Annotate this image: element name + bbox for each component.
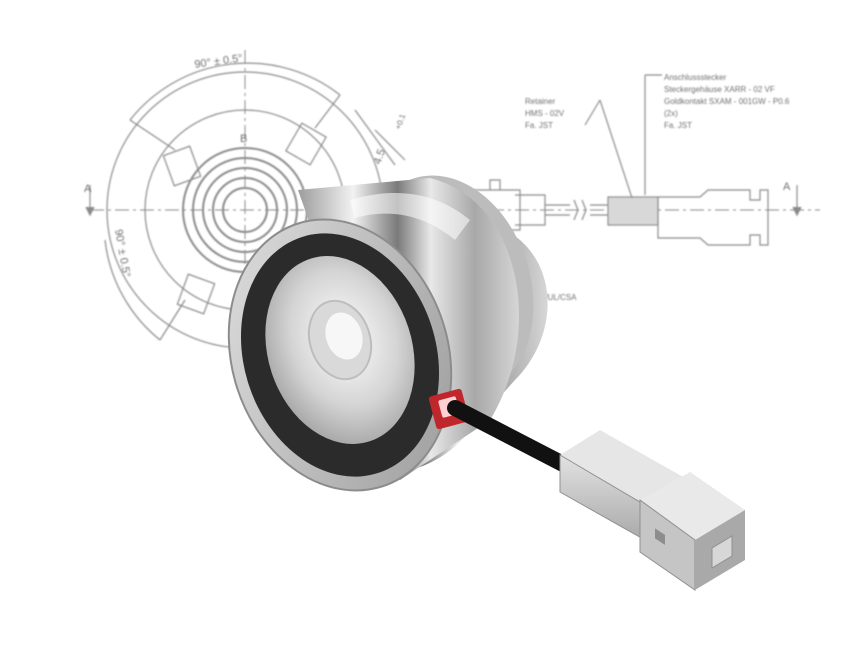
- electromagnet: [227, 175, 548, 492]
- retainer-note-1: Retainer: [525, 97, 556, 106]
- connector-note-4: (2x): [664, 109, 678, 118]
- connector-note-5: Fa. JST: [664, 121, 692, 130]
- connector-plug: [559, 430, 745, 591]
- retainer-note-2: HMS - 02V: [525, 109, 565, 118]
- section-a-right-label: A: [783, 181, 791, 193]
- detail-b-label: B: [240, 133, 247, 145]
- angle-top-label: 90° ± 0.5°: [194, 52, 244, 71]
- section-a-left-label: A: [84, 183, 92, 195]
- angle-left-label: 90° ± 0.5°: [112, 228, 132, 278]
- depth-tolerance: +0.1: [393, 112, 407, 130]
- depth-label: 4.5: [372, 148, 389, 166]
- connector-note-1: Anschlussstecker: [664, 73, 727, 82]
- retainer-note-3: Fa. JST: [525, 121, 553, 130]
- connector-note-2: Steckergehäuse XARR - 02 VF: [664, 85, 775, 94]
- connector-note-3: Goldkontakt SXAM - 001GW - P0.6: [664, 97, 790, 106]
